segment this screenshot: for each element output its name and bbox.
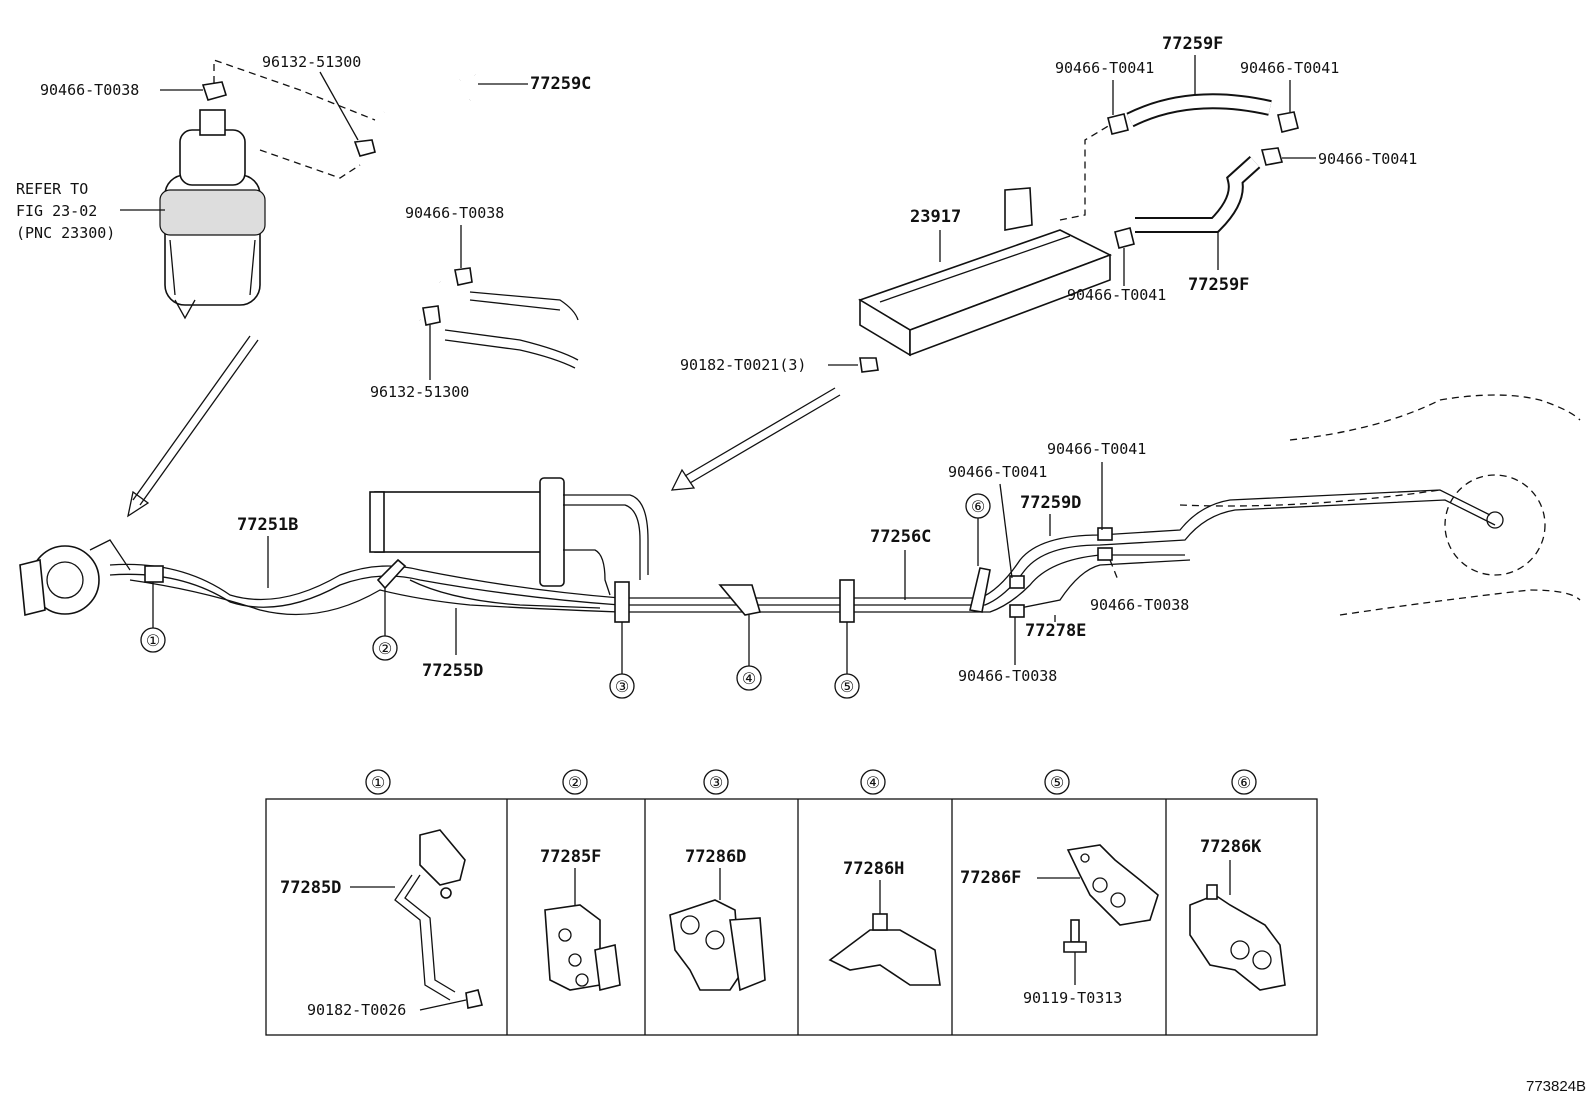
label-77259F-top: 77259F: [1162, 34, 1223, 54]
svg-text:⑤: ⑤: [1050, 773, 1064, 792]
detail-header-3: ③: [703, 769, 729, 795]
clamp-T0041-c: [1260, 147, 1284, 166]
clamp-2: [376, 558, 407, 590]
label-90466-T0041-e: 90466-T0041: [948, 463, 1047, 481]
refer-line-3: (PNC 23300): [16, 224, 115, 242]
callout-6: ⑥: [965, 493, 991, 566]
clamp-T0041-d: [1114, 227, 1135, 249]
fuel-lines: [109, 489, 1496, 616]
callout-3: ③: [609, 622, 635, 699]
label-90466-T0041-b: 90466-T0041: [1240, 59, 1339, 77]
clamp-90466-T0038-top: [201, 81, 228, 101]
svg-text:④: ④: [742, 669, 756, 688]
label-96132-51300-bot: 96132-51300: [370, 383, 469, 401]
svg-text:③: ③: [709, 773, 723, 792]
label-77286H: 77286H: [843, 859, 904, 879]
label-77259F-bottom: 77259F: [1188, 275, 1249, 295]
clip-77286F: [1066, 844, 1159, 926]
clamp-4: [718, 584, 762, 616]
callout-5: ⑤: [834, 622, 860, 699]
clip-77286H: [828, 913, 941, 986]
label-77286F: 77286F: [960, 868, 1021, 888]
label-77256C: 77256C: [870, 527, 931, 547]
label-90466-T0041-c: 90466-T0041: [1318, 150, 1417, 168]
label-90466-T0041-d: 90466-T0041: [1067, 286, 1166, 304]
refer-line-2: FIG 23-02: [16, 202, 97, 220]
diagram-id: 773824B: [1526, 1078, 1586, 1095]
svg-text:⑥: ⑥: [971, 497, 985, 516]
label-77278E: 77278E: [1025, 621, 1086, 641]
svg-text:②: ②: [568, 773, 582, 792]
clamp-T0038-b: [1009, 604, 1025, 618]
label-23917: 23917: [910, 207, 961, 227]
label-77259C: 77259C: [530, 74, 591, 94]
svg-text:②: ②: [378, 639, 392, 658]
canister-23917: [858, 187, 1112, 357]
refer-line-1: REFER TO: [16, 180, 88, 198]
label-77286D: 77286D: [685, 847, 746, 867]
bolt-90182-T0021: [859, 357, 879, 373]
hose-77259F-bottom: [1135, 156, 1261, 233]
clamp-6: [969, 567, 991, 613]
label-90466-T0041-f: 90466-T0041: [1047, 440, 1146, 458]
clamp-1: [144, 565, 164, 583]
clamp-T0038-r: [1097, 547, 1113, 561]
label-90119-T0313: 90119-T0313: [1023, 989, 1122, 1007]
label-90466-T0038-mid: 90466-T0038: [405, 204, 504, 222]
label-90466-T0038-r: 90466-T0038: [1090, 596, 1189, 614]
hose-77259F-top: [1126, 93, 1272, 128]
body-outline: [1179, 394, 1581, 616]
fuel-pump-assembly: [159, 109, 266, 320]
clamp-T0041-f: [1009, 575, 1025, 589]
clamp-96132-51300-top: [353, 139, 376, 157]
clamp-3: [614, 581, 630, 623]
label-77285D: 77285D: [280, 878, 341, 898]
svg-text:③: ③: [615, 677, 629, 696]
detail-header-5: ⑤: [1044, 769, 1070, 795]
bolt-90119-T0313: [1063, 919, 1087, 953]
svg-text:⑤: ⑤: [840, 677, 854, 696]
clamp-T0041-e: [1097, 527, 1113, 541]
detail-header-2: ②: [562, 769, 588, 795]
label-90466-T0038-b: 90466-T0038: [958, 667, 1057, 685]
detail-header-1: ①: [365, 769, 391, 795]
detail-header-6: ⑥: [1231, 769, 1257, 795]
svg-text:①: ①: [146, 631, 160, 650]
label-77285F: 77285F: [540, 847, 601, 867]
label-77259D: 77259D: [1020, 493, 1081, 513]
clamp-T0041-a: [1107, 113, 1129, 135]
label-77251B: 77251B: [237, 515, 298, 535]
callout-4: ④: [736, 615, 762, 691]
label-90466-T0041-a: 90466-T0041: [1055, 59, 1154, 77]
label-90182-T0021: 90182-T0021(3): [680, 356, 806, 374]
label-77255D: 77255D: [422, 661, 483, 681]
clip-77286K: [1189, 884, 1286, 991]
clip-77285F: [544, 904, 621, 991]
hose-77259C: [344, 33, 479, 326]
clamp-5: [839, 579, 855, 623]
label-90182-T0026: 90182-T0026: [307, 1001, 406, 1019]
label-77286K: 77286K: [1200, 837, 1262, 857]
clamp-90466-T0038-mid: [454, 267, 473, 286]
svg-text:④: ④: [866, 773, 880, 792]
label-90466-T0038-top: 90466-T0038: [40, 81, 139, 99]
callout-1: ①: [140, 582, 166, 653]
bracket-77285D: [394, 829, 466, 1001]
detail-table: [265, 798, 1318, 1036]
arrow-right: [670, 387, 841, 491]
clip-77286D: [669, 899, 766, 992]
svg-text:①: ①: [371, 773, 385, 792]
nut-90182-T0026: [465, 989, 483, 1009]
svg-text:⑥: ⑥: [1237, 773, 1251, 792]
callout-2: ②: [372, 588, 398, 661]
label-96132-51300-top: 96132-51300: [262, 53, 361, 71]
arrow-left: [127, 335, 259, 518]
vapor-lines-top: [444, 291, 579, 369]
clamp-96132-51300-bot: [422, 305, 441, 326]
canister-assembly: [369, 477, 649, 596]
fuel-pump-outline: [19, 539, 131, 617]
clamp-T0041-b: [1277, 111, 1299, 133]
detail-header-4: ④: [860, 769, 886, 795]
